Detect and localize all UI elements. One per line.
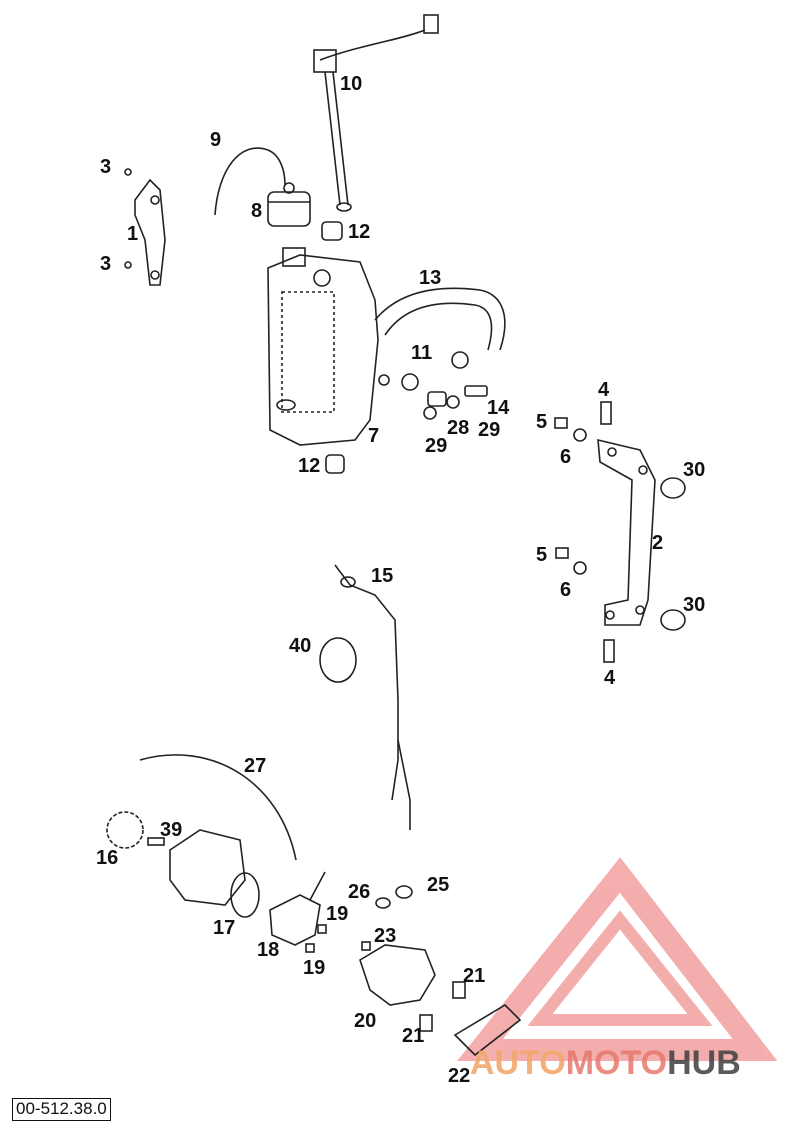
label-19-b: 19 [303,957,326,979]
label-10: 10 [340,73,363,95]
pin-part-21-a [452,981,466,999]
label-11: 11 [411,342,433,364]
label-12-bottom: 12 [298,455,321,477]
label-14: 14 [487,397,510,419]
screw-part-19-b [305,943,315,953]
label-9: 9 [210,129,222,151]
hose-clamps-part-11 [401,351,469,391]
label-25: 25 [427,874,450,896]
filler-cap-part-8 [267,182,311,227]
label-29-b: 29 [478,419,501,441]
hose-part-13 [374,287,506,351]
part-26 [375,897,391,909]
grommet-part-12-bottom [325,454,345,474]
fittings-parts-14-28-29 [423,385,488,420]
part-25 [395,885,413,899]
label-30-bottom: 30 [683,594,706,616]
grommet-part-12-top [321,221,343,241]
cable-part-15 [334,564,411,830]
gasket-part-17 [230,872,260,918]
label-15: 15 [371,565,394,587]
bracket-part-1 [124,168,166,286]
label-7: 7 [368,425,380,447]
drawing-number: 00-512.38.0 [12,1098,111,1121]
label-8: 8 [251,200,263,222]
hose-part-9 [214,147,286,216]
label-13: 13 [419,267,442,289]
watermark-part-3: HUB [667,1044,741,1082]
label-19-a: 19 [326,903,349,925]
watermark-part-1: AUTO [470,1044,566,1082]
screw-part-23 [361,941,371,951]
label-29-a: 29 [425,435,448,457]
label-16: 16 [96,847,119,869]
label-6-top: 6 [560,446,572,468]
bracket-part-2 [597,438,656,626]
watermark-text: AUTOMOTOHUB [470,1044,741,1083]
pin-part-21-b [419,1014,433,1032]
label-17: 17 [213,917,236,939]
label-3-bottom: 3 [100,253,112,275]
cover-part-20 [359,944,436,1006]
screw-part-39 [147,837,165,846]
label-6-bottom: 6 [560,579,572,601]
line-part-27 [139,754,297,861]
mounting-hardware [554,401,686,663]
clamp-part-40 [319,637,357,683]
label-1: 1 [127,223,139,245]
watermark-logo [457,857,778,1061]
label-23: 23 [374,925,397,947]
label-5-top: 5 [536,411,548,433]
label-40: 40 [289,635,312,657]
screw-part-19-a [317,924,327,934]
watermark-part-2: MOTO [565,1044,668,1082]
label-27: 27 [244,755,267,777]
label-4-bottom: 4 [604,667,616,689]
oil-pump-part-18 [269,871,326,946]
pump-housing [169,829,246,906]
label-12-top: 12 [348,221,371,243]
label-2: 2 [652,532,664,554]
label-39: 39 [160,819,183,841]
plate-part-22 [453,1003,522,1057]
label-28: 28 [447,417,470,439]
label-22: 22 [448,1065,471,1087]
label-21-a: 21 [463,965,486,987]
label-26: 26 [348,881,371,903]
label-4-top: 4 [598,379,610,401]
label-20: 20 [354,1010,377,1032]
label-3-top: 3 [100,156,112,178]
label-30-top: 30 [683,459,706,481]
oil-tank-part-7 [267,247,390,446]
level-sensor-part-10 [313,14,439,212]
label-21-b: 21 [402,1025,425,1047]
label-5-bottom: 5 [536,544,548,566]
gear-part-16 [106,811,144,849]
label-18: 18 [257,939,280,961]
